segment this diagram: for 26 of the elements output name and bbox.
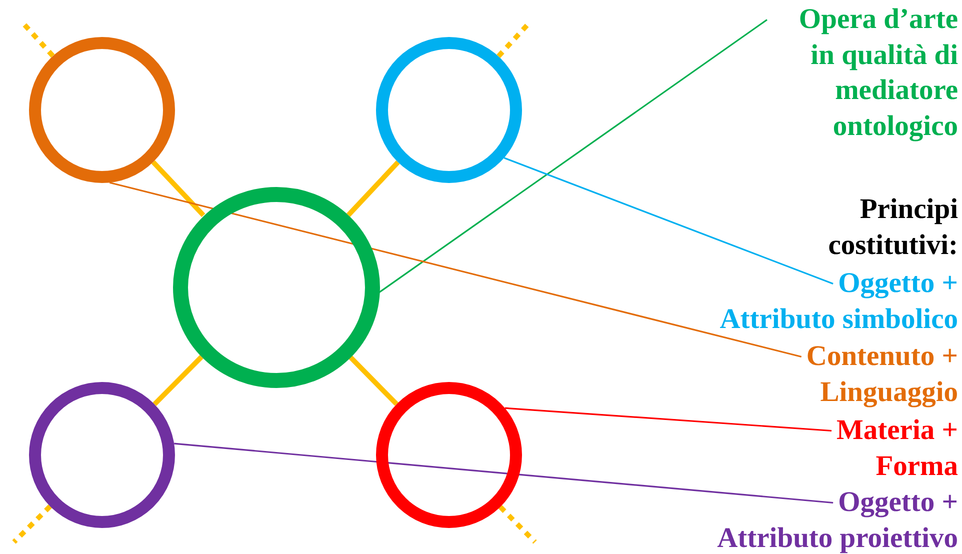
leader-line (378, 19, 768, 293)
connector-line (348, 355, 398, 406)
ring-shape (376, 37, 522, 183)
leader-line (109, 182, 802, 358)
principle-text: Attributo proiettivo (717, 522, 958, 554)
ring-shape (29, 37, 175, 183)
dotted-stub-line (498, 505, 537, 544)
heading-label: Principi costitutivi: (827, 193, 958, 262)
leader-line (504, 407, 832, 432)
principle-text: Linguaggio (820, 376, 958, 410)
connector-line (152, 355, 204, 406)
leader-line (174, 442, 834, 504)
connector-line (151, 160, 206, 218)
principle-text: Oggetto + (838, 267, 958, 301)
principle-text: Contenuto + (806, 340, 958, 374)
ring-shape (376, 382, 522, 528)
leader-line (504, 157, 834, 284)
principle-text: Materia + (836, 414, 958, 448)
principle-text: Attributo simbolico (720, 302, 958, 336)
ring-shape (172, 186, 380, 388)
principle-text: Oggetto + (838, 486, 958, 520)
ring-shape (29, 382, 175, 528)
connector-line (346, 160, 400, 217)
dotted-stub-line (12, 504, 52, 544)
principle-text: Opera d’arte in qualità di mediatore ontologico (798, 3, 958, 144)
principle-text: Forma (876, 450, 958, 484)
